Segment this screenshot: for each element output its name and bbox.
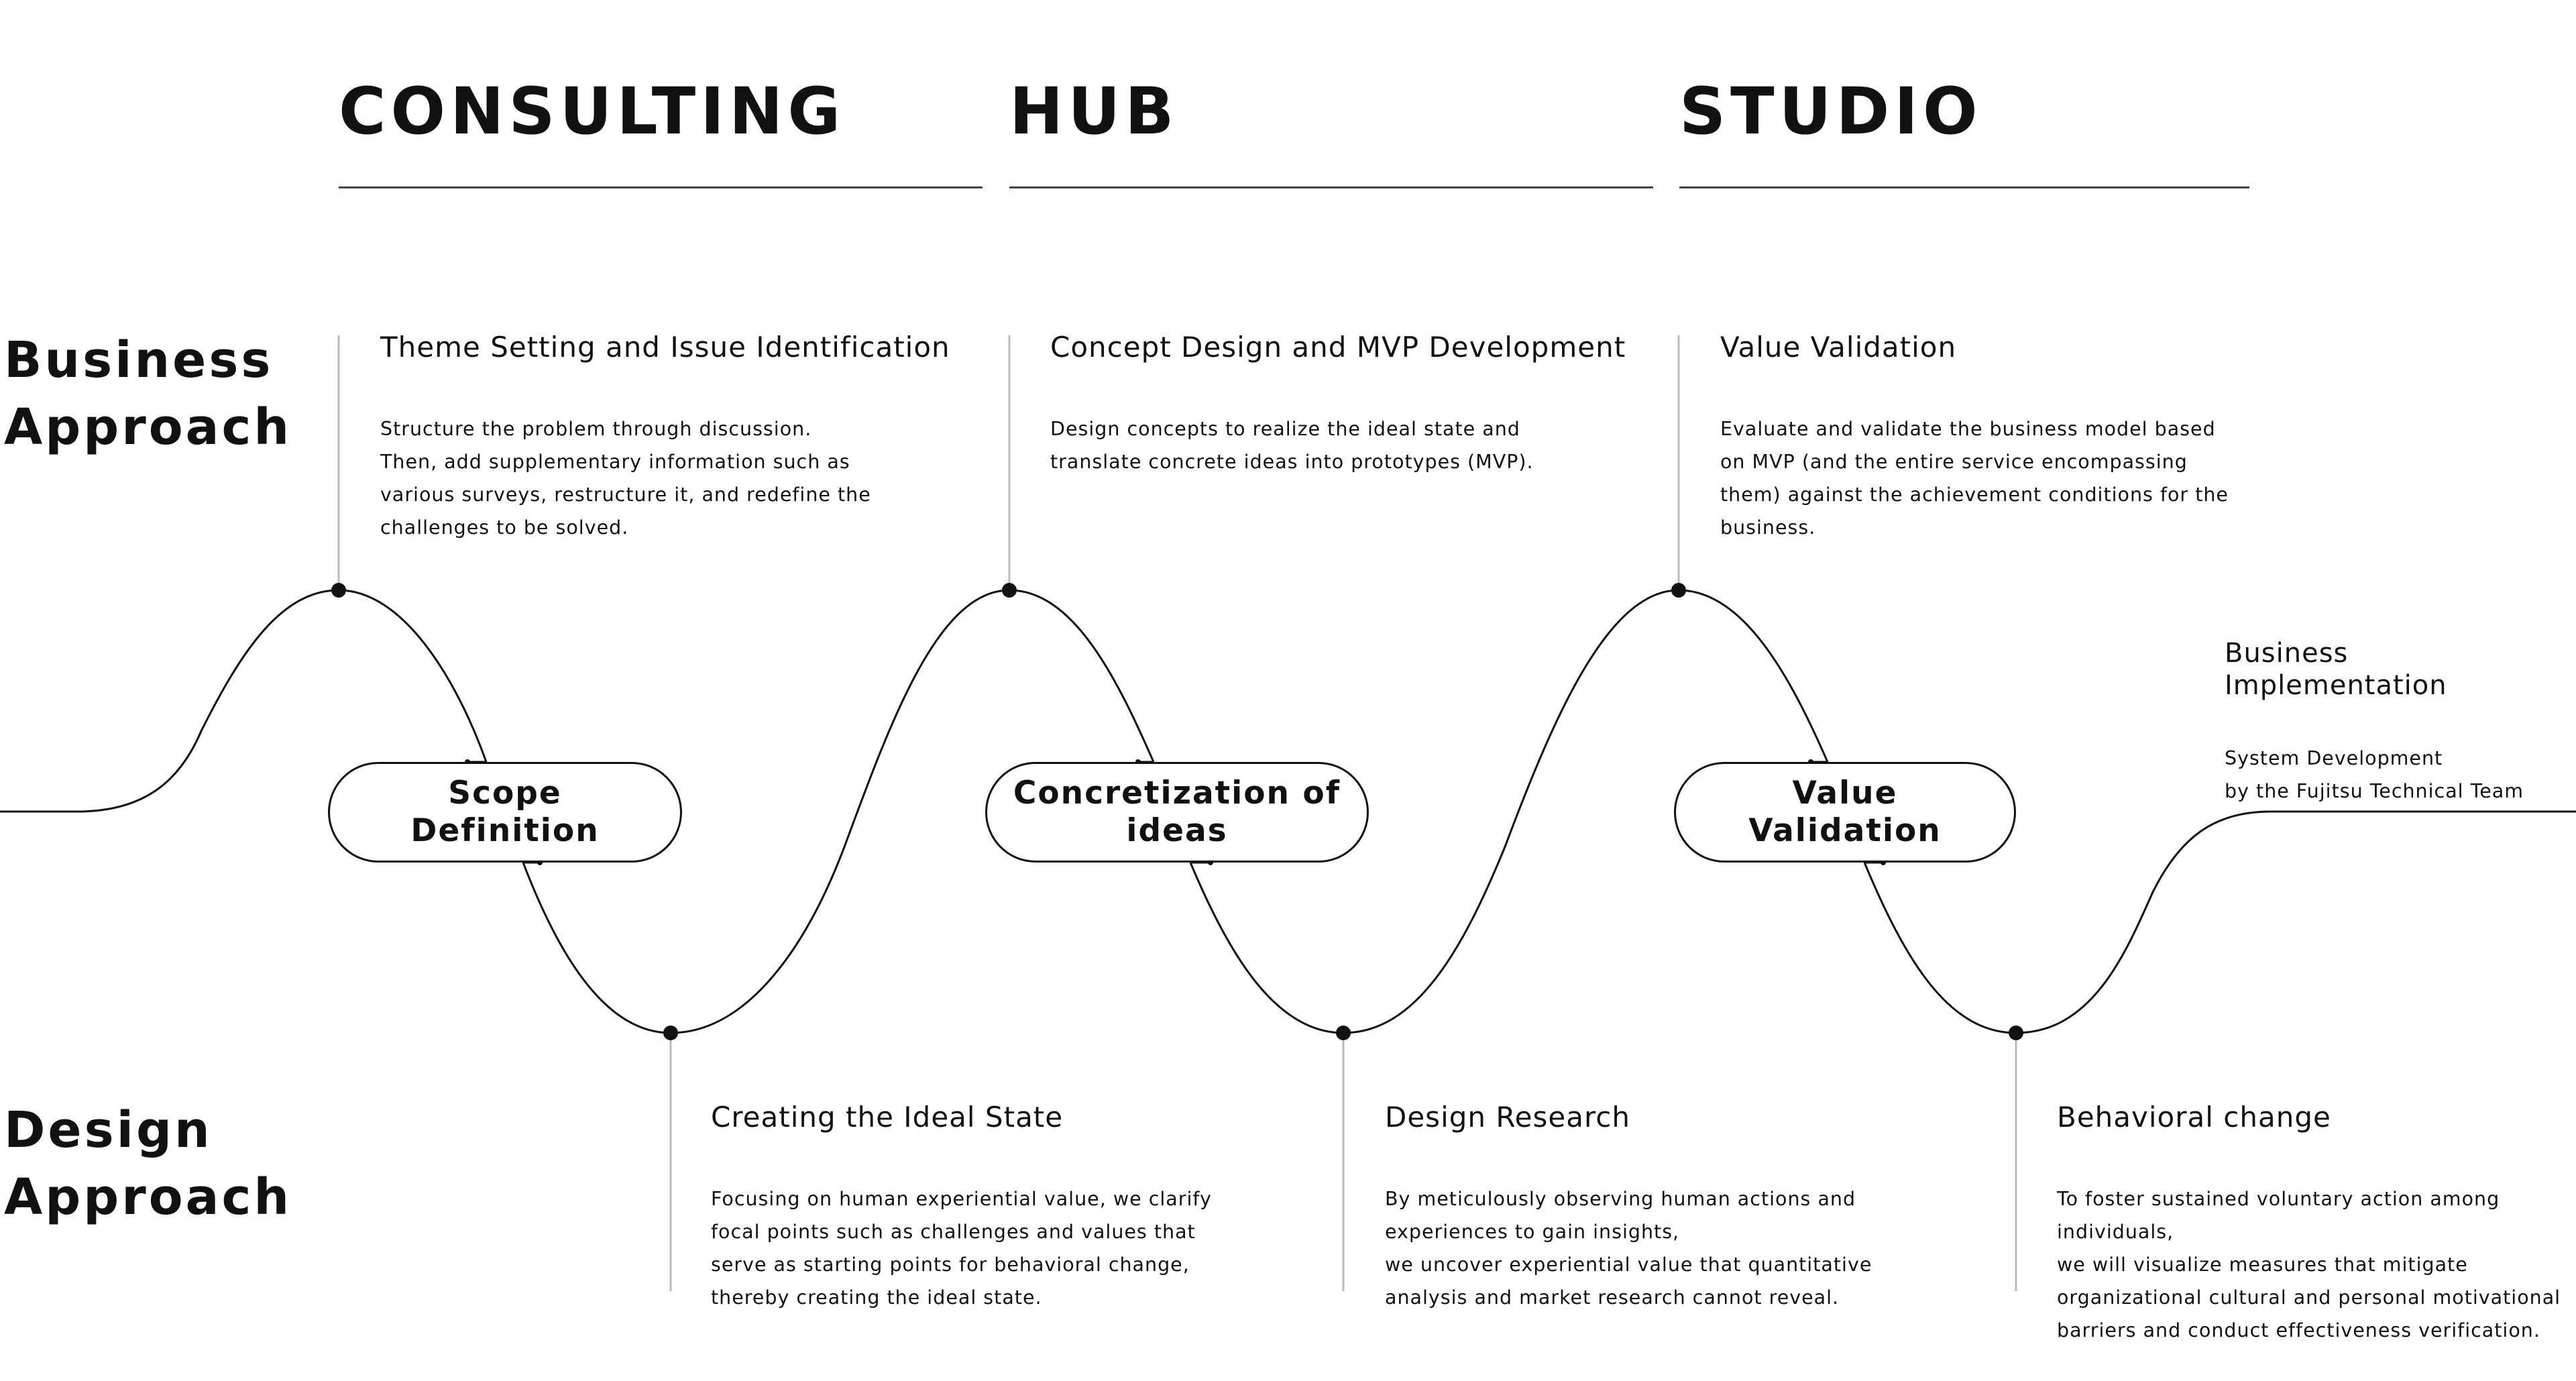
- design-stage-3-title: Behavioral change: [2057, 1101, 2331, 1134]
- business-implementation-title: Business Implementation: [2225, 638, 2447, 701]
- business-stage-3-description: Evaluate and validate the business model…: [1720, 418, 2229, 539]
- design-stage-1-title: Creating the Ideal State: [711, 1101, 1064, 1134]
- node-trough-1: [663, 1026, 678, 1040]
- business-stage-3: Value Validation Evaluate and validate t…: [1720, 331, 2324, 544]
- business-stage-1-title: Theme Setting and Issue Identification: [380, 331, 950, 364]
- design-stage-3: Behavioral change To foster sustained vo…: [2057, 1101, 2576, 1347]
- design-stage-2-title: Design Research: [1385, 1101, 1631, 1134]
- business-approach-label: Business Approach: [4, 331, 292, 456]
- design-stage-1-description: Focusing on human experiential value, we…: [711, 1188, 1212, 1309]
- business-stage-3-title: Value Validation: [1720, 331, 1957, 364]
- business-stage-2: Concept Design and MVP Development Desig…: [1050, 331, 1654, 478]
- design-approach-label: Design Approach: [4, 1101, 292, 1226]
- phase-title-consulting: CONSULTING: [339, 74, 846, 149]
- business-stage-2-title: Concept Design and MVP Development: [1050, 331, 1626, 364]
- node-peak-1: [331, 583, 346, 598]
- business-implementation: Business Implementation System Developme…: [2225, 637, 2573, 808]
- milestone-scope-definition: Scope Definition: [328, 762, 682, 863]
- milestone-concretization-of-ideas: Concretization of ideas: [985, 762, 1369, 863]
- phase-title-studio: STUDIO: [1679, 74, 1982, 149]
- phase-title-hub: HUB: [1009, 74, 1179, 149]
- node-trough-2: [1336, 1026, 1351, 1040]
- business-stage-2-description: Design concepts to realize the ideal sta…: [1050, 418, 1534, 474]
- business-stage-1-description: Structure the problem through discussion…: [380, 418, 871, 539]
- business-stage-1: Theme Setting and Issue Identification S…: [380, 331, 984, 544]
- design-stage-1: Creating the Ideal State Focusing on hum…: [711, 1101, 1314, 1314]
- milestone-value-validation: Value Validation: [1674, 762, 2016, 863]
- node-trough-3: [2009, 1026, 2023, 1040]
- phase-divider-consulting: [339, 186, 983, 188]
- design-stage-2-description: By meticulously observing human actions …: [1385, 1188, 1872, 1309]
- node-peak-3: [1671, 583, 1686, 598]
- phase-divider-studio: [1679, 186, 2249, 188]
- phase-divider-hub: [1009, 186, 1653, 188]
- node-peak-2: [1002, 583, 1017, 598]
- design-stage-3-description: To foster sustained voluntary action amo…: [2057, 1188, 2561, 1342]
- flow-curve: [0, 589, 2576, 1034]
- business-implementation-description: System Development by the Fujitsu Techni…: [2225, 747, 2524, 802]
- design-stage-2: Design Research By meticulously observin…: [1385, 1101, 1989, 1314]
